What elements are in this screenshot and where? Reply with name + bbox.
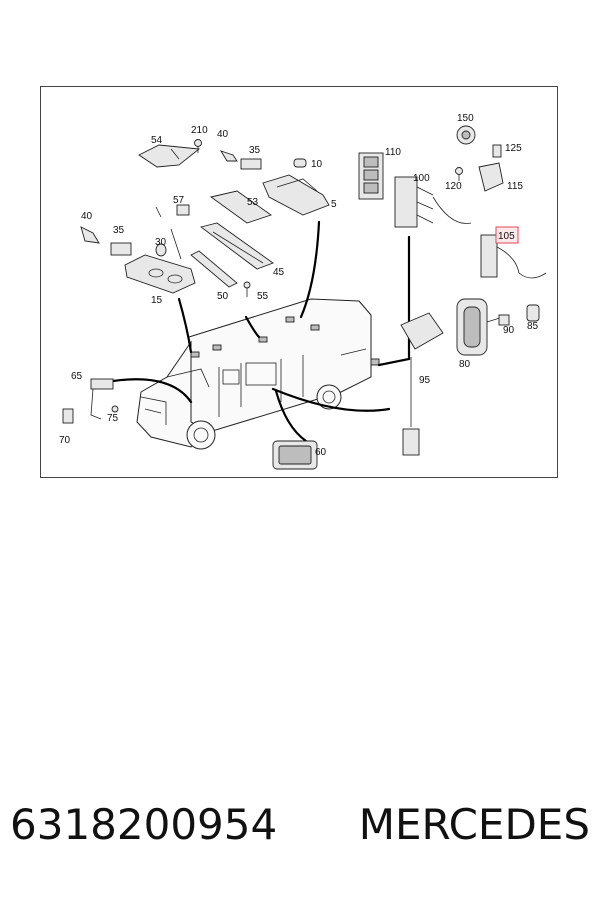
label-35-left: 35 bbox=[113, 225, 125, 236]
label-100: 100 bbox=[413, 173, 430, 184]
label-35-top: 35 bbox=[249, 145, 261, 156]
diagram-frame: 54 210 40 35 10 5 57 53 40 35 30 15 45 5… bbox=[40, 86, 558, 478]
part-105-harness bbox=[480, 234, 547, 279]
caption: 6318200954 MERCEDES bbox=[10, 800, 590, 849]
label-90: 90 bbox=[503, 325, 515, 336]
part-5-lamp bbox=[262, 174, 330, 216]
label-50: 50 bbox=[217, 291, 229, 302]
part-10-bulb bbox=[293, 158, 307, 168]
label-5: 5 bbox=[331, 199, 337, 210]
part-45-strip-lamp bbox=[199, 222, 274, 270]
label-95: 95 bbox=[419, 375, 431, 386]
part-100-fuse-block bbox=[394, 176, 472, 228]
label-60: 60 bbox=[315, 447, 327, 458]
label-53: 53 bbox=[247, 197, 259, 208]
part-54-bracket bbox=[138, 144, 201, 168]
part-115-bracket bbox=[478, 162, 504, 192]
label-40-top: 40 bbox=[217, 129, 229, 140]
part-40-clip-top bbox=[219, 150, 238, 162]
label-125: 125 bbox=[505, 143, 522, 154]
label-15: 15 bbox=[151, 295, 163, 306]
part-57-clip bbox=[176, 204, 190, 216]
label-54: 54 bbox=[151, 135, 163, 146]
label-30: 30 bbox=[155, 237, 167, 248]
label-110: 110 bbox=[385, 147, 401, 158]
label-40-left: 40 bbox=[81, 211, 93, 222]
part-85-cap bbox=[526, 304, 540, 322]
part-number: 6318200954 bbox=[10, 800, 278, 849]
part-15-lamp bbox=[124, 254, 196, 294]
part-65-switch bbox=[90, 378, 114, 420]
callout-labels: 54 210 40 35 10 5 57 53 40 35 30 15 45 5… bbox=[59, 113, 539, 458]
label-105: 105 bbox=[498, 231, 515, 242]
part-80-switch bbox=[456, 298, 504, 356]
part-150-grommet bbox=[456, 125, 476, 145]
part-125-clip bbox=[492, 144, 502, 158]
part-35-socket-left bbox=[110, 242, 132, 256]
part-55-screw bbox=[243, 281, 251, 297]
part-30-bulb bbox=[155, 243, 167, 257]
brand-name: MERCEDES bbox=[358, 800, 590, 849]
part-110-switch-panel bbox=[358, 152, 384, 200]
parts-diagram: 54 210 40 35 10 5 57 53 40 35 30 15 45 5… bbox=[59, 113, 547, 470]
label-115: 115 bbox=[507, 181, 523, 192]
label-45: 45 bbox=[273, 267, 285, 278]
part-53-housing bbox=[209, 190, 272, 224]
part-90-plug bbox=[498, 314, 510, 326]
label-85: 85 bbox=[527, 321, 539, 332]
part-210-screw bbox=[194, 139, 202, 153]
part-75-screw bbox=[111, 405, 119, 413]
part-120-screw bbox=[455, 167, 463, 181]
label-55: 55 bbox=[257, 291, 269, 302]
part-60-module bbox=[272, 440, 318, 470]
label-80: 80 bbox=[459, 359, 471, 370]
label-10: 10 bbox=[311, 159, 323, 170]
part-40-clip-left bbox=[80, 226, 100, 244]
label-57: 57 bbox=[173, 195, 185, 206]
part-50-tube bbox=[190, 250, 238, 288]
part-95-sensor bbox=[400, 312, 444, 456]
part-35-socket-top bbox=[240, 158, 262, 170]
highlight-box-105 bbox=[495, 226, 519, 244]
van-illustration bbox=[136, 298, 380, 450]
label-120: 120 bbox=[445, 181, 462, 192]
part-70-bracket bbox=[62, 408, 74, 424]
leader-lines bbox=[111, 206, 411, 443]
label-65: 65 bbox=[71, 371, 83, 382]
label-75: 75 bbox=[107, 413, 119, 424]
label-150: 150 bbox=[457, 113, 474, 124]
label-70: 70 bbox=[59, 435, 71, 446]
label-210: 210 bbox=[191, 125, 208, 136]
